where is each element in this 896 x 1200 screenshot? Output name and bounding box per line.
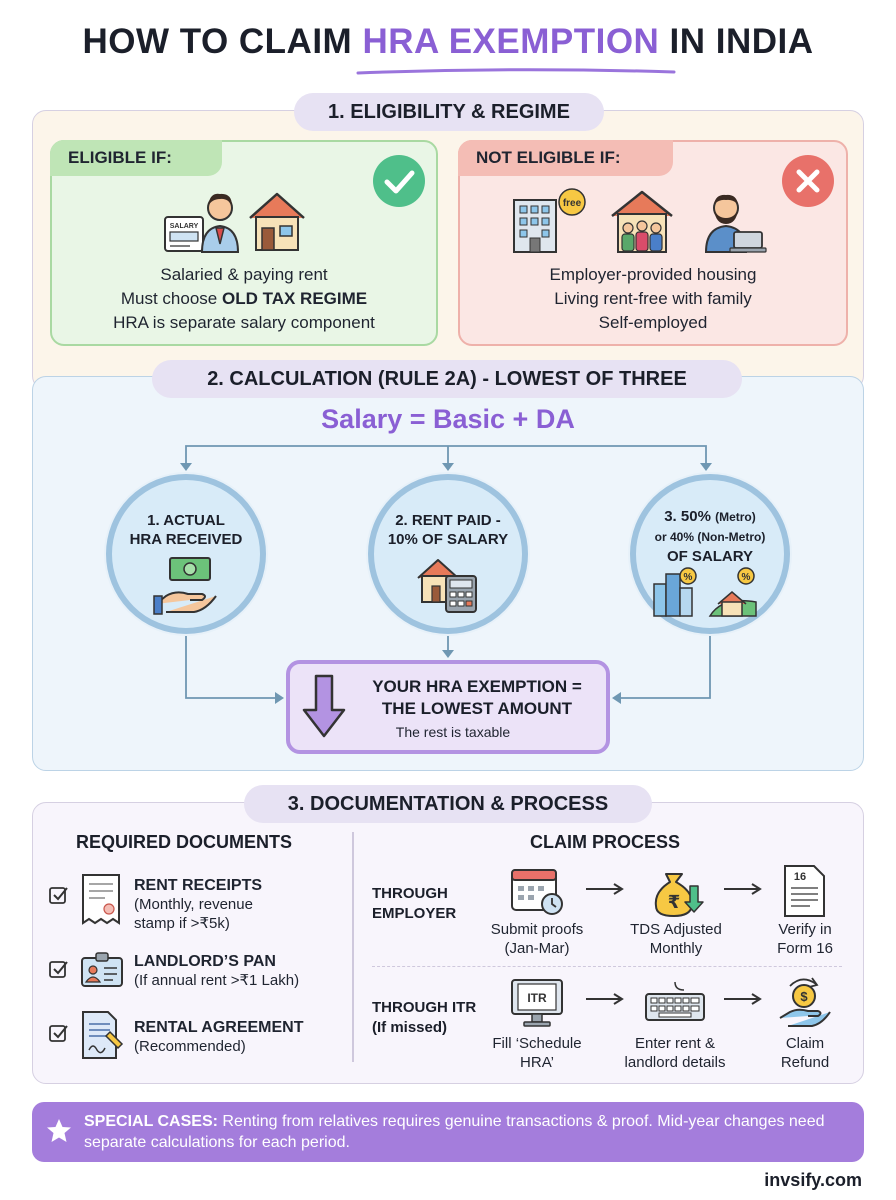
special-cases-banner: SPECIAL CASES: Renting from relatives re…	[32, 1102, 864, 1162]
step-enter-rent-details: Enter rent &landlord details	[624, 1035, 726, 1071]
not-eligible-text: Employer-provided housing Living rent-fr…	[458, 263, 848, 335]
title-underline	[356, 68, 676, 75]
svg-text:free: free	[563, 198, 582, 209]
checkbox-icon	[49, 1025, 68, 1042]
svg-text:%: %	[742, 572, 751, 583]
eligible-text: Salaried & paying rent Must choose OLD T…	[50, 263, 438, 335]
eligible-line-regime: Must choose OLD TAX REGIME	[120, 289, 368, 308]
arrow-right-icon	[724, 993, 762, 1005]
metro-nonmetro-icon: % %	[653, 567, 757, 617]
office-building-icon: free	[513, 188, 586, 253]
result-subtitle: The rest is taxable	[395, 724, 511, 740]
star-icon	[47, 1119, 71, 1142]
page-title: HOW TO CLAIM HRA EXEMPTION IN INDIA	[82, 22, 814, 61]
house-icon	[249, 192, 305, 251]
documents-heading: REQUIRED DOCUMENTS	[76, 832, 293, 852]
option-rent-paid-label: 2. RENT PAID -10% OF SALARY	[387, 512, 509, 548]
calendar-clock-icon	[511, 869, 563, 915]
option-percent-salary-label: 3. 50% (Metro) or 40% (Non-Metro) OF SAL…	[654, 508, 766, 565]
self-employed-icon	[704, 194, 767, 253]
documentation-section	[32, 802, 864, 1084]
hand-money-icon	[153, 557, 217, 615]
cross-icon	[782, 155, 834, 207]
not-eligible-line-self-employed: Self-employed	[598, 313, 708, 332]
eligible-line-component: HRA is separate salary component	[113, 313, 375, 332]
process-divider	[372, 966, 842, 967]
pan-card-icon	[81, 952, 123, 987]
keyboard-icon	[645, 981, 705, 1021]
through-itr-label: THROUGH ITR(If missed)	[372, 999, 477, 1036]
salaried-person-icon	[200, 193, 240, 253]
not-eligible-tag: NOT ELIGIBLE IF:	[458, 140, 673, 176]
rent-receipt-icon	[82, 874, 120, 925]
refund-hand-coin-icon: $	[779, 977, 831, 1027]
doc-landlord-pan: LANDLORD’S PAN(If annual rent >₹1 Lakh)	[134, 953, 300, 989]
eligible-line-salaried: Salaried & paying rent	[160, 265, 328, 284]
svg-text:$: $	[800, 989, 808, 1004]
itr-monitor-icon: ITR	[511, 979, 563, 1027]
rental-agreement-icon	[82, 1011, 124, 1059]
svg-text:16: 16	[794, 871, 806, 883]
calculation-heading: 2. CALCULATION (RULE 2A) - LOWEST OF THR…	[152, 360, 742, 398]
salary-slip-icon: SALARY	[164, 216, 204, 252]
arrow-right-icon	[586, 883, 624, 895]
not-eligible-line-rent-free: Living rent-free with family	[554, 289, 752, 308]
family-house-icon	[611, 190, 673, 253]
calculation-connectors	[180, 445, 712, 704]
column-divider	[352, 832, 354, 1062]
documentation-heading: 3. DOCUMENTATION & PROCESS	[244, 785, 652, 823]
eligibility-heading: 1. ELIGIBILITY & REGIME	[294, 93, 604, 131]
step-submit-proofs: Submit proofs(Jan-Mar)	[490, 921, 584, 957]
result-box	[286, 660, 610, 754]
svg-text:ITR: ITR	[527, 991, 547, 1005]
doc-rental-agreement: RENTAL AGREEMENT(Recommended)	[134, 1019, 304, 1055]
eligible-tag: ELIGIBLE IF:	[50, 140, 222, 176]
svg-text:SALARY: SALARY	[170, 223, 199, 230]
result-title: YOUR HRA EXEMPTION =THE LOWEST AMOUNT	[372, 677, 582, 718]
check-icon	[373, 155, 425, 207]
svg-text:₹: ₹	[668, 892, 681, 913]
not-eligible-line-housing: Employer-provided housing	[549, 265, 757, 284]
salary-formula: Salary = Basic + DA	[321, 404, 575, 434]
eligible-card	[50, 140, 438, 346]
form-16-icon: 16	[784, 865, 825, 917]
money-bag-down-icon: ₹	[654, 873, 704, 917]
down-arrow-icon	[302, 674, 346, 738]
house-calculator-icon	[417, 559, 477, 613]
arrow-right-icon	[724, 883, 762, 895]
claim-process-heading: CLAIM PROCESS	[530, 832, 681, 852]
arrow-right-icon	[586, 993, 624, 1005]
svg-text:%: %	[684, 572, 693, 583]
brand-footer: invsify.com	[764, 1170, 862, 1190]
checkbox-icon	[49, 887, 68, 904]
checkbox-icon	[49, 961, 68, 978]
